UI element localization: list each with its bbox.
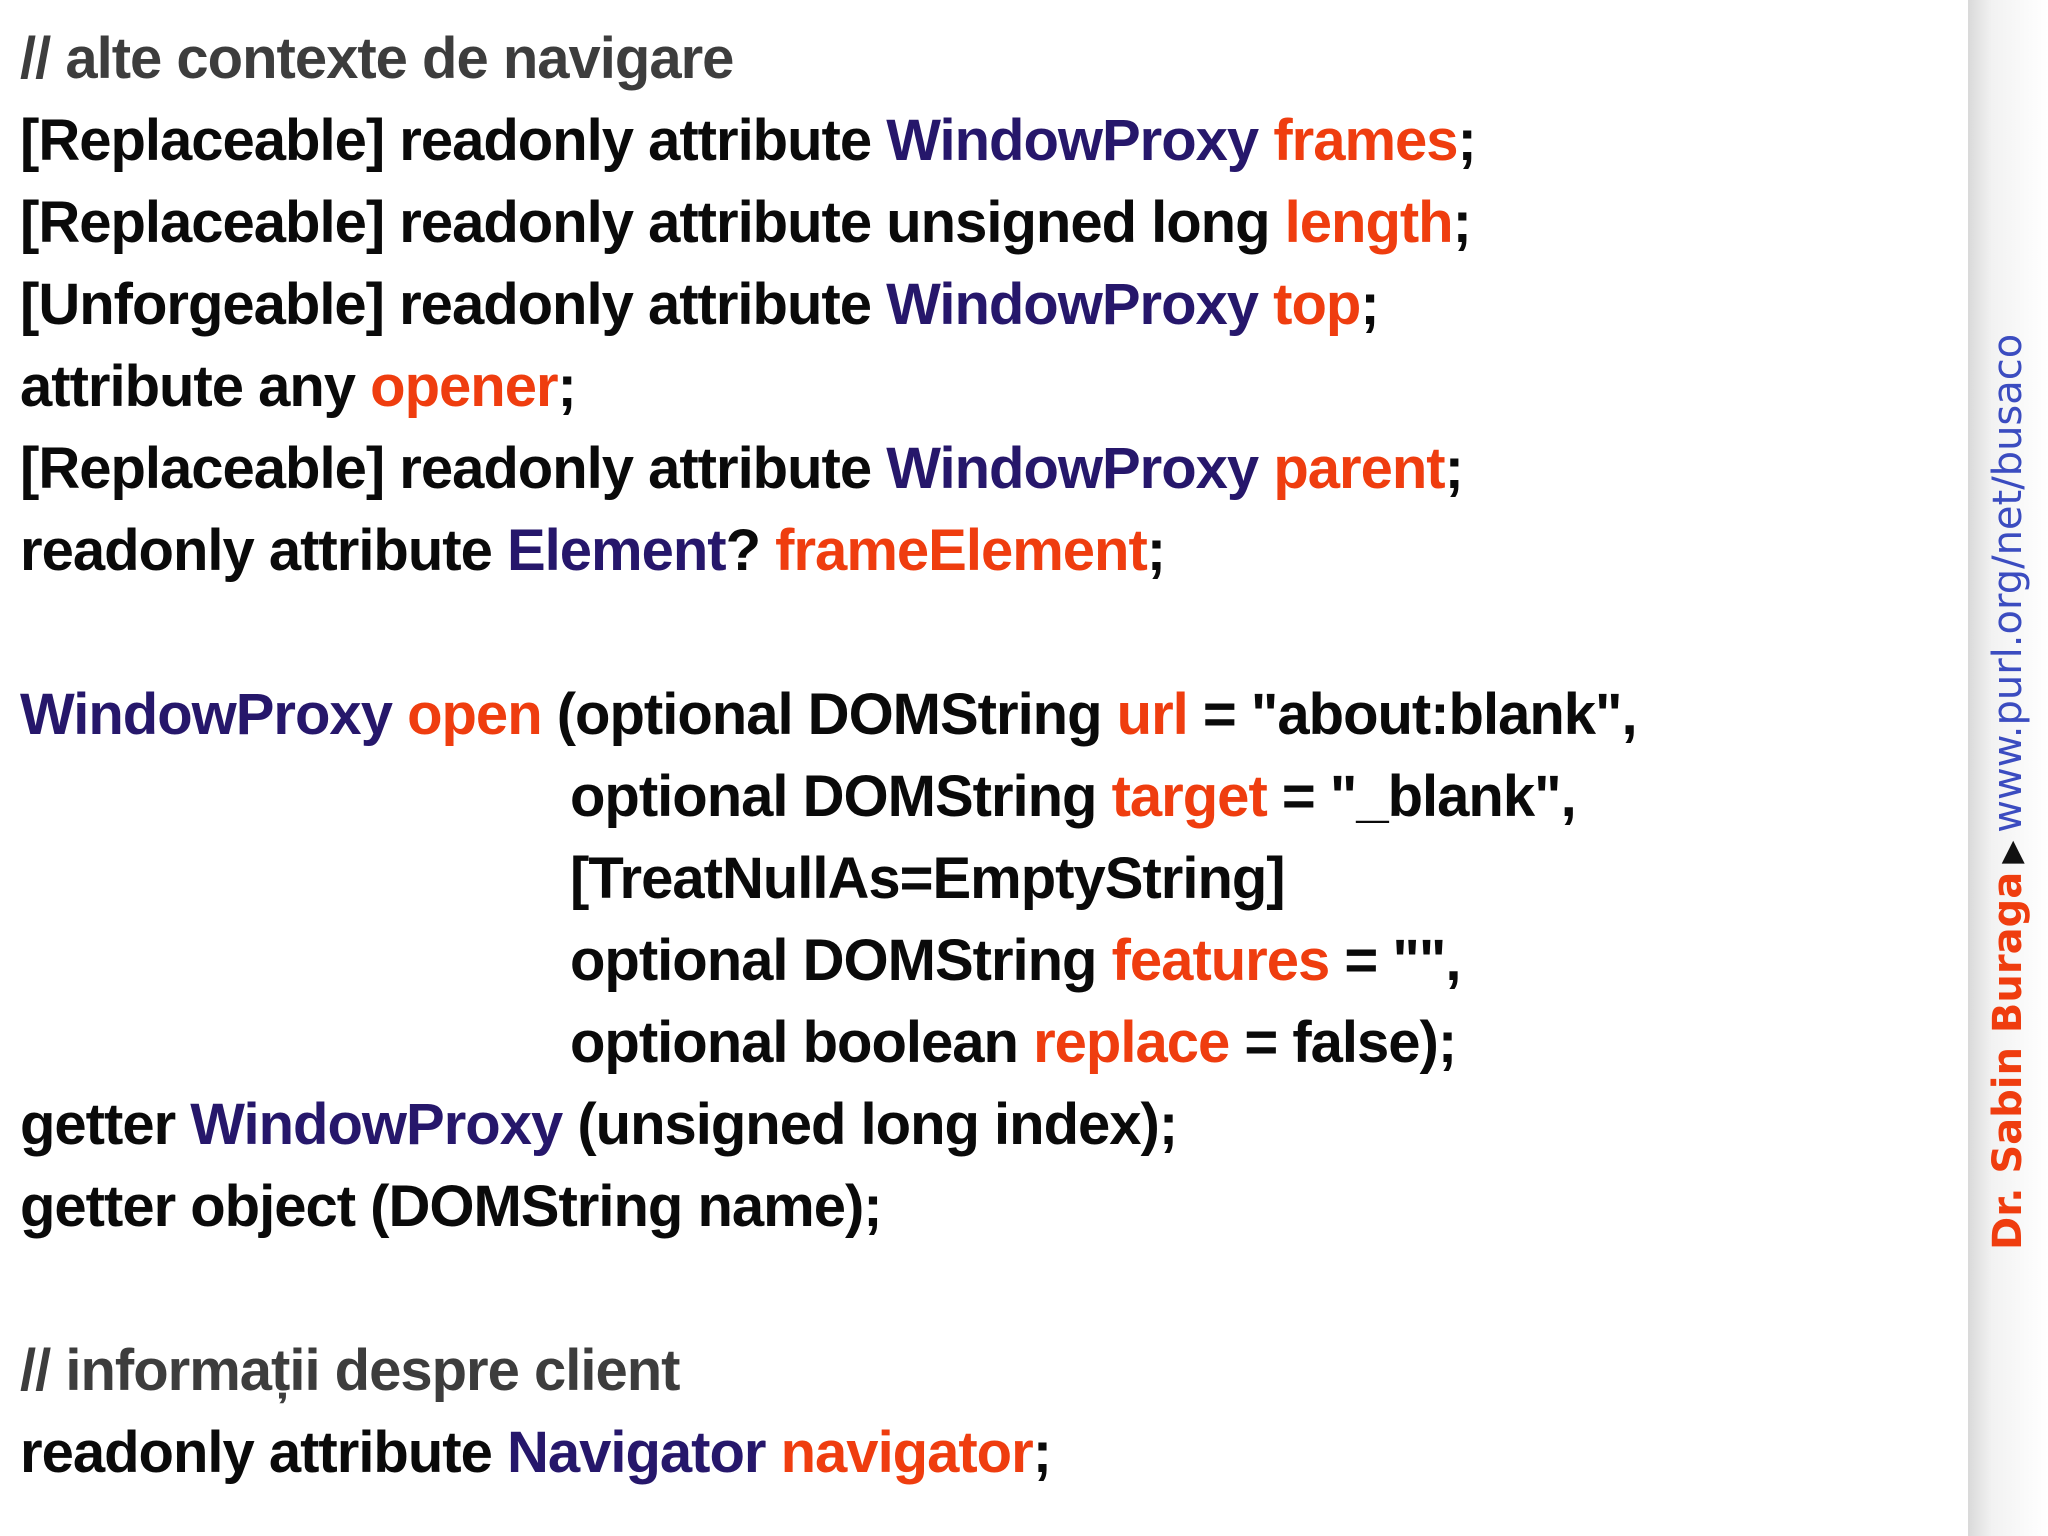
blank-line [20,592,1637,674]
code-keyword: ; [1146,518,1166,583]
code-keyword: ; [557,354,577,419]
code-keyword: ; [1360,272,1379,337]
code-identifier: top [1273,272,1361,337]
code-line: WindowProxy open (optional DOMString url… [20,674,1638,756]
code-type: WindowProxy [190,1092,563,1157]
code-type: WindowProxy [886,272,1259,337]
code-line: attribute any opener; [20,346,1637,428]
code-line: optional boolean replace = false); [20,1002,1637,1084]
code-identifier: frames [1273,108,1458,173]
code-keyword: = "", [1329,928,1461,993]
arrow-right-icon: ▶ [1994,840,2029,864]
code-keyword: readonly attribute [20,1420,507,1485]
code-identifier: open [407,682,543,747]
code-keyword: ; [1444,436,1464,501]
code-keyword: optional boolean [570,1010,1034,1075]
code-identifier: opener [370,354,558,419]
code-comment: // informații despre client [20,1338,680,1403]
code-line: [Unforgeable] readonly attribute WindowP… [20,264,1637,346]
blank-line [20,1248,1637,1330]
code-keyword: = "_blank", [1266,764,1577,829]
code-line: [Replaceable] readonly attribute WindowP… [20,100,1637,182]
code-identifier: navigator [780,1420,1034,1485]
code-keyword [1258,436,1273,501]
code-type: Element [506,518,727,583]
code-line: readonly attribute Element? frameElement… [20,510,1637,592]
code-block: // alte contexte de navigare [Replaceable… [20,18,1638,1494]
code-line: // informații despre client [20,1330,1637,1412]
code-keyword: ; [1457,108,1477,173]
code-keyword: readonly attribute [20,518,507,583]
code-line: getter WindowProxy (unsigned long index)… [20,1084,1637,1166]
code-keyword [1258,272,1273,337]
code-keyword: [TreatNullAs=EmptyString] [570,846,1286,911]
code-line: [Replaceable] readonly attribute WindowP… [20,428,1637,510]
code-identifier: features [1111,928,1331,993]
code-line: optional DOMString target = "_blank", [20,756,1637,838]
code-comment: // alte contexte de navigare [20,26,734,91]
code-line: getter object (DOMString name); [20,1166,1637,1248]
code-keyword: [Replaceable] readonly attribute [20,108,887,173]
code-line: [Replaceable] readonly attribute unsigne… [20,182,1637,264]
code-keyword: [Replaceable] readonly attribute [20,436,887,501]
code-type: Navigator [506,1420,767,1485]
code-type: WindowProxy [20,682,393,747]
website-url[interactable]: www.purl.org/net/busaco [1985,333,2031,833]
code-line: optional DOMString features = "", [20,920,1637,1002]
code-keyword: ? [725,518,776,583]
code-line: [TreatNullAs=EmptyString] [20,838,1637,920]
code-identifier: parent [1273,436,1445,501]
code-identifier: frameElement [775,518,1148,583]
code-line: readonly attribute Navigator navigator; [20,1412,1637,1494]
code-keyword: = false); [1229,1010,1457,1075]
code-keyword: (unsigned long index); [562,1092,1178,1157]
code-identifier: url [1116,682,1189,747]
code-line: // alte contexte de navigare [20,18,1637,100]
code-identifier: replace [1033,1010,1230,1075]
code-keyword: ; [1452,190,1472,255]
code-keyword: = "about:blank", [1187,682,1638,747]
code-keyword: [Unforgeable] readonly attribute [20,272,887,337]
code-keyword [766,1420,781,1485]
code-keyword: (optional DOMString [541,682,1117,747]
slide: // alte contexte de navigare [Replaceable… [20,18,1638,1494]
code-keyword: optional DOMString [570,764,1112,829]
code-type: WindowProxy [886,108,1259,173]
sidebar: Dr. Sabin Buraga ▶ www.purl.org/net/busaco [1968,0,2048,1536]
code-keyword: [Replaceable] readonly attribute unsigne… [20,190,1285,255]
code-keyword: getter [20,1092,191,1157]
code-identifier: target [1111,764,1268,829]
code-identifier: length [1284,190,1454,255]
code-keyword: ; [1032,1420,1052,1485]
code-type: WindowProxy [886,436,1259,501]
sidebar-footer: Dr. Sabin Buraga ▶ www.purl.org/net/busaco [1980,334,2040,1250]
author-name: Dr. Sabin Buraga [1985,871,2031,1250]
code-keyword: getter object (DOMString name); [20,1174,883,1239]
code-keyword: optional DOMString [570,928,1112,993]
code-keyword [392,682,407,747]
code-keyword: attribute any [20,354,371,419]
code-keyword [1258,108,1273,173]
